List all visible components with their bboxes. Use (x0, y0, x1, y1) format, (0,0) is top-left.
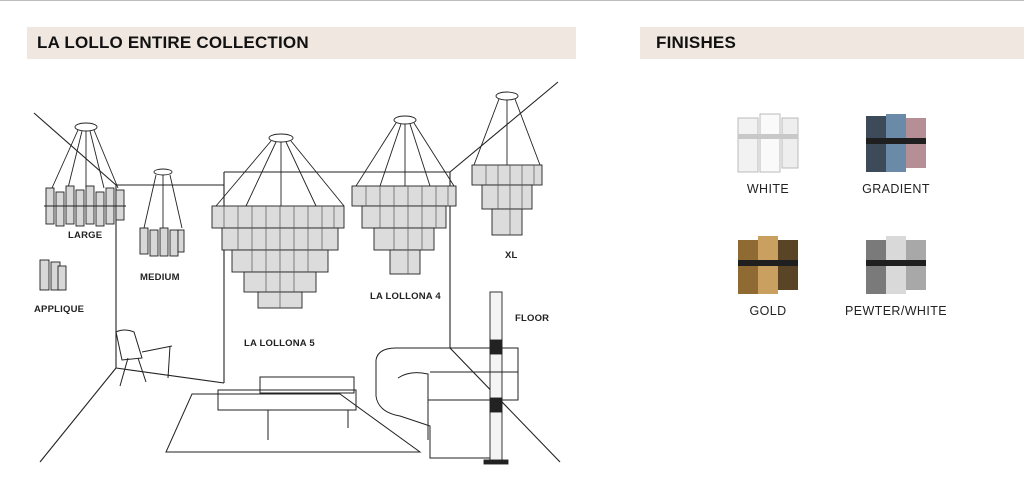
finish-pewter-white: PEWTER/WHITE (836, 234, 956, 318)
gradient-finish-swatch-icon (866, 114, 926, 172)
collection-title: LA LOLLO ENTIRE COLLECTION (37, 33, 309, 52)
label-xl: XL (505, 250, 518, 261)
top-divider (0, 0, 1024, 1)
large-chandelier-icon (44, 122, 126, 227)
medium-chandelier-icon (139, 168, 185, 257)
finish-gold: GOLD (708, 234, 828, 318)
la-lollona-5-chandelier-icon (211, 133, 345, 309)
pewter-white-finish-swatch-icon (866, 236, 926, 294)
label-medium: MEDIUM (140, 272, 180, 283)
gold-finish-swatch-icon (738, 236, 798, 294)
coffee-table-icon (165, 376, 422, 453)
finish-gradient: GRADIENT (836, 112, 956, 196)
finishes-header: FINISHES (640, 27, 1024, 59)
xl-chandelier-icon (471, 91, 543, 236)
la-lollona-4-chandelier-icon (351, 115, 457, 275)
floor-lamp-icon (483, 291, 509, 465)
finish-pewter-white-label: PEWTER/WHITE (844, 304, 948, 318)
applique-icon (39, 259, 67, 291)
finish-gold-label: GOLD (749, 304, 787, 318)
finishes-title: FINISHES (656, 33, 737, 52)
label-applique: APPLIQUE (34, 304, 85, 315)
white-finish-swatch-icon (737, 113, 799, 173)
label-la-lollona-5: LA LOLLONA 5 (244, 338, 315, 349)
chair-icon (115, 329, 173, 387)
label-la-lollona-4: LA LOLLONA 4 (370, 291, 441, 302)
room-illustration (33, 81, 561, 465)
sofa-icon (375, 347, 519, 459)
collection-header: LA LOLLO ENTIRE COLLECTION (27, 27, 576, 59)
label-floor: FLOOR (515, 313, 550, 324)
finish-white-label: WHITE (746, 182, 790, 196)
finish-white: WHITE (708, 112, 828, 196)
finish-gradient-label: GRADIENT (862, 182, 930, 196)
label-large: LARGE (68, 230, 103, 241)
